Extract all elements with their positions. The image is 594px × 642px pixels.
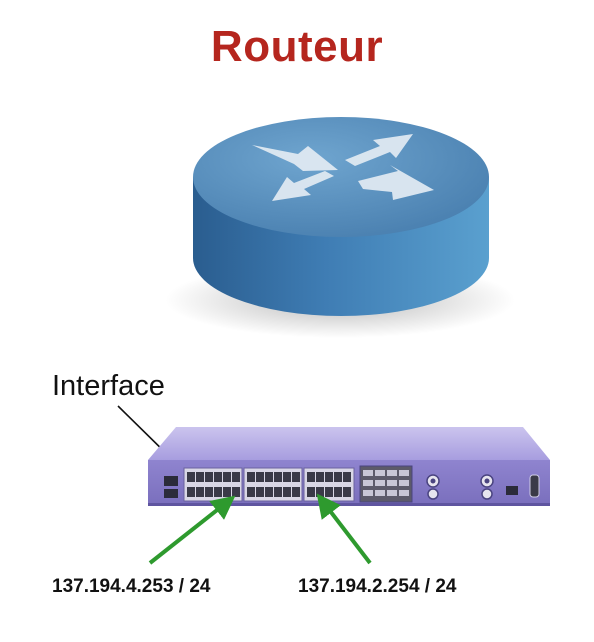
console-port [164, 476, 178, 486]
serial-port [529, 474, 540, 498]
stacking-connectors [426, 474, 494, 500]
ip-address-right: 137.194.2.254 / 24 [298, 576, 457, 597]
page-title: Routeur [210, 22, 384, 71]
green-arrow-left [148, 495, 236, 565]
sfp-block [359, 465, 413, 503]
mgmt-port [164, 489, 178, 498]
network-switch [148, 427, 550, 506]
port-block-3 [303, 467, 355, 502]
mgmt-ethernet-port [506, 486, 518, 495]
ip-address-left: 137.194.4.253 / 24 [52, 576, 211, 597]
router-top [193, 117, 489, 237]
arrow-out-topright-icon [345, 134, 413, 166]
interface-label: Interface [52, 370, 165, 402]
router-arrows-icon [252, 134, 434, 201]
arrow-in-right-icon [358, 165, 434, 200]
green-arrow-right [316, 493, 372, 565]
switch-bottom-edge [148, 503, 550, 506]
router-icon [165, 117, 515, 338]
arrow-in-left-icon [252, 145, 338, 171]
switch-top-face [148, 427, 550, 460]
port-block-2 [243, 467, 303, 502]
arrow-out-bottomleft-icon [272, 171, 334, 201]
port-block-1 [183, 467, 243, 502]
